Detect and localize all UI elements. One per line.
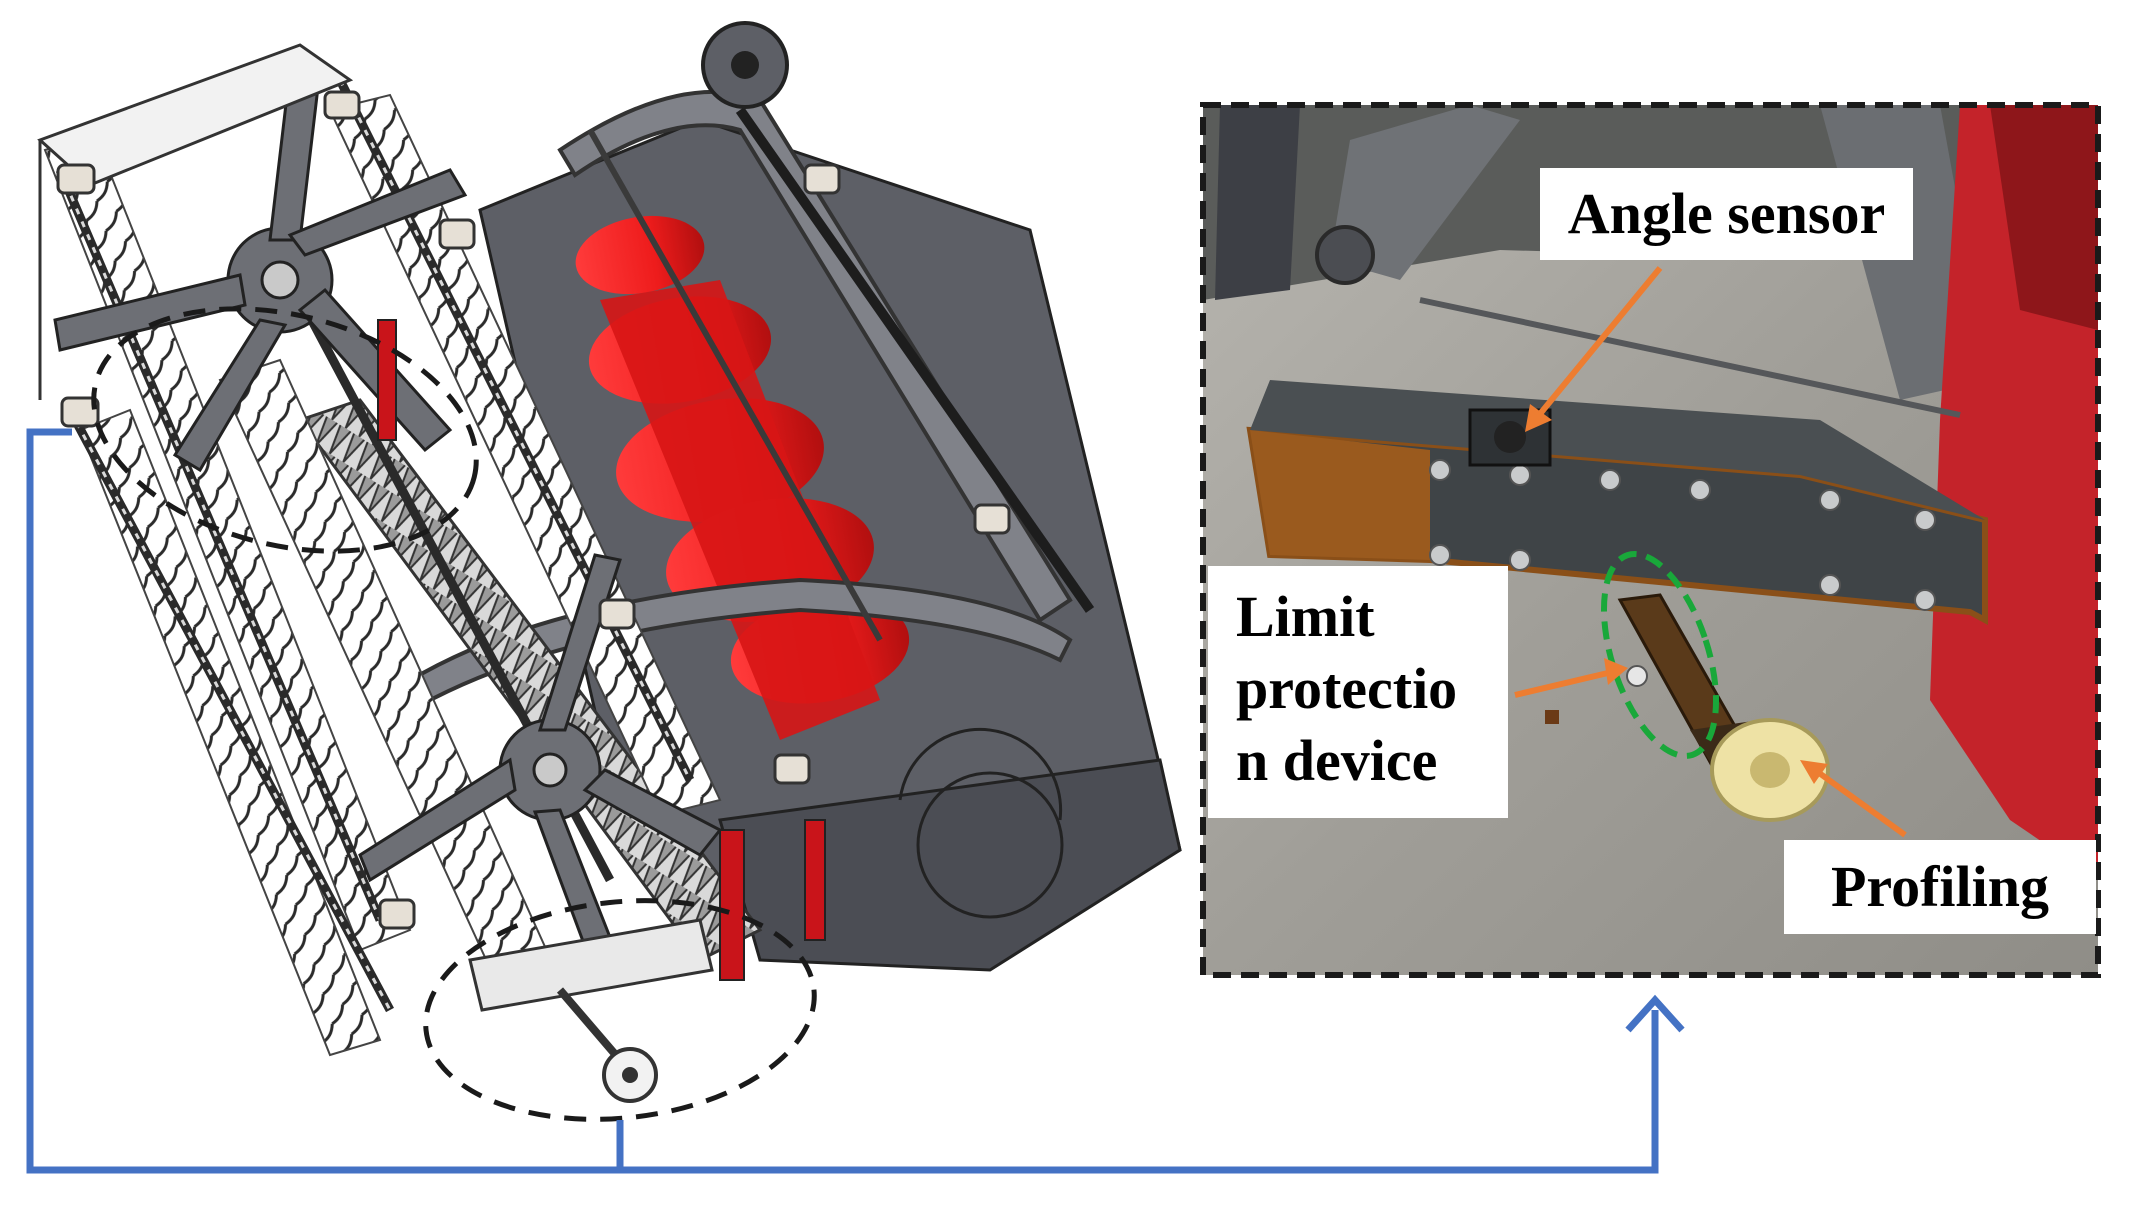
arrowhead-icon [1625, 994, 1685, 1033]
harvester-header-drawing [37, 21, 1182, 1122]
reel-spider-top [53, 68, 468, 473]
profiling-mechanism-cad [468, 918, 714, 1103]
side-plates [377, 319, 826, 981]
label-limit-line-1: Limit [1236, 584, 1375, 649]
label-angle-sensor: Angle sensor [1540, 168, 1913, 260]
label-limit-protection-device: Limit protectio n device [1208, 566, 1508, 818]
profiling-mechanism-photo [1200, 102, 2101, 978]
angle-sensor-arrow-icon [1525, 266, 1663, 432]
highlight-ellipses [91, 306, 817, 1122]
photo-frame [1200, 102, 2101, 978]
label-limit-line-3: n device [1236, 728, 1438, 793]
bearing-blocks [56, 90, 1011, 930]
reel-spider-bottom [358, 553, 723, 962]
label-profiling: Profiling [1784, 840, 2096, 934]
callout-arrows [1514, 266, 1907, 838]
label-limit-line-2: protectio [1236, 656, 1458, 721]
connector-arrow [26, 428, 1685, 1174]
limit-device-highlight [1600, 551, 1720, 759]
gauge-wheel-icon [701, 21, 789, 109]
limit-device-arrow-icon [1514, 658, 1628, 698]
profiling-arrow-icon [1800, 760, 1907, 838]
